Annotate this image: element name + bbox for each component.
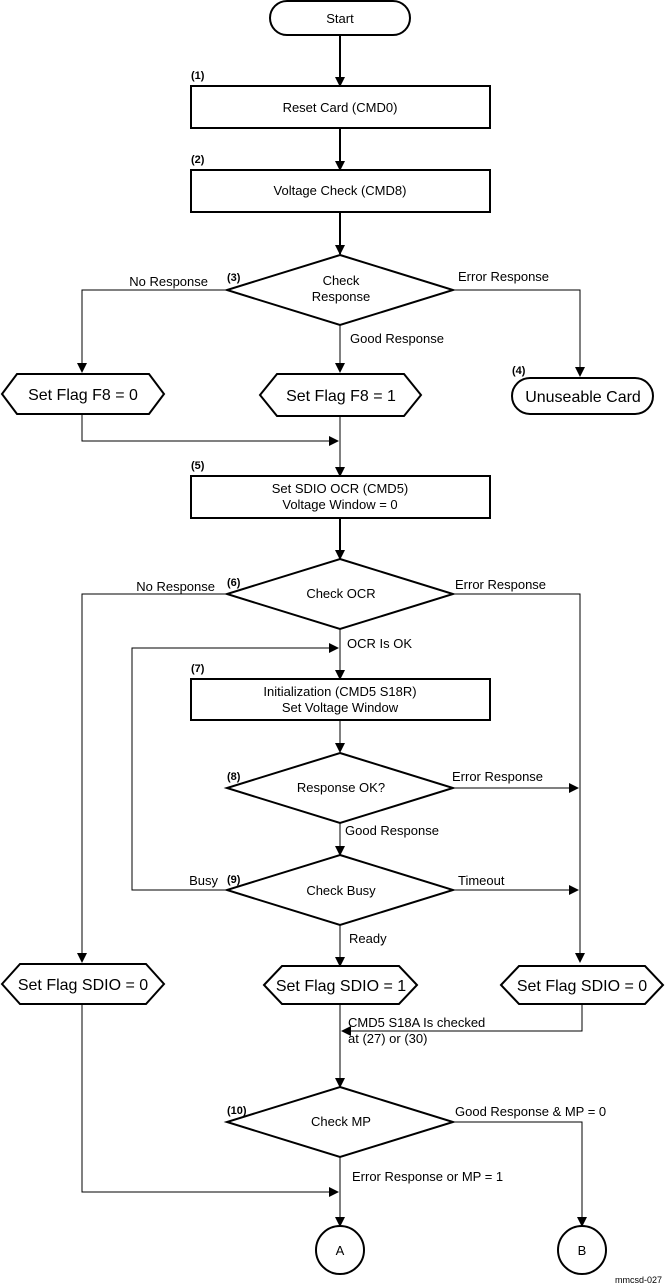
arrow-error-response-1 <box>452 289 585 377</box>
step-numbers: (1) (2) (3) (4) (5) (6) (7) (8) (9) (10) <box>191 70 526 1117</box>
arrow-error-response-2 <box>452 593 585 963</box>
init-box <box>190 678 491 721</box>
edge-label-good-response-1: Good Response <box>350 331 444 346</box>
check-busy-diamond <box>223 853 457 927</box>
step-number-10: (10) <box>227 1105 247 1117</box>
edge-labels: No Response Error Response Good Response… <box>129 269 606 1184</box>
start-node: Start <box>269 0 411 36</box>
set-sdio-ocr-label-line1: Set SDIO OCR (CMD5) <box>272 481 409 496</box>
flag-sdio-0-right-step: Set Flag SDIO = 0 <box>499 965 665 1005</box>
step-number-4: (4) <box>512 365 526 377</box>
edge-label-busy: Busy <box>189 873 218 888</box>
check-ocr-diamond <box>223 557 457 631</box>
flag-sdio-0-right-hexagon <box>499 965 665 1005</box>
unusable-card-label: Unuseable Card <box>525 389 641 406</box>
reset-card-label: Reset Card (CMD0) <box>283 100 398 115</box>
edge-label-ready: Ready <box>349 931 387 946</box>
edge-label-no-response-2: No Response <box>136 579 215 594</box>
response-ok-diamond <box>223 751 457 825</box>
check-response-label-line1: Check <box>323 273 360 288</box>
check-busy-label: Check Busy <box>306 883 376 898</box>
flag-f8-0-hexagon <box>0 373 166 415</box>
flag-f8-1-hexagon <box>258 373 423 417</box>
check-mp-label: Check MP <box>311 1114 371 1129</box>
connector-b: B <box>557 1225 607 1275</box>
step-number-8: (8) <box>227 771 241 783</box>
start-label: Start <box>326 11 354 26</box>
check-response-decision: Check Response <box>223 253 457 327</box>
unusable-card-terminal <box>511 377 654 415</box>
flag-sdio-0-right-label: Set Flag SDIO = 0 <box>517 978 647 995</box>
response-ok-decision: Response OK? <box>223 751 457 825</box>
voltage-check-label: Voltage Check (CMD8) <box>274 183 407 198</box>
response-ok-label: Response OK? <box>297 780 385 795</box>
flag-sdio-1-step: Set Flag SDIO = 1 <box>262 965 419 1005</box>
flag-f8-0-step: Set Flag F8 = 0 <box>0 373 166 415</box>
set-sdio-ocr-label-line2: Voltage Window = 0 <box>282 497 397 512</box>
flag-sdio-0-left-step: Set Flag SDIO = 0 <box>0 963 166 1005</box>
edge-label-no-response-1: No Response <box>129 274 208 289</box>
figure-id-footnote: mmcsd-027 <box>615 1275 662 1285</box>
connector-a-label: A <box>336 1243 345 1258</box>
connector-a: A <box>315 1225 365 1275</box>
arrow-left-to-a <box>81 1004 339 1197</box>
connector-a-circle <box>315 1225 365 1275</box>
init-step: Initialization (CMD5 S18R) Set Voltage W… <box>190 678 491 721</box>
set-sdio-ocr-box <box>190 475 491 519</box>
connectors <box>77 36 587 1227</box>
start-terminal <box>269 0 411 36</box>
edge-label-error-response-3: Error Response <box>452 769 543 784</box>
flag-sdio-0-left-hexagon <box>0 963 166 1005</box>
init-label-line1: Initialization (CMD5 S18R) <box>263 684 416 699</box>
connector-b-circle <box>557 1225 607 1275</box>
step-number-7: (7) <box>191 663 205 675</box>
edge-label-error-mp1: Error Response or MP = 1 <box>352 1169 503 1184</box>
arrow-merge-right <box>341 1004 583 1036</box>
connector-b-label: B <box>578 1243 587 1258</box>
flag-sdio-1-hexagon <box>262 965 419 1005</box>
edge-label-good-mp0: Good Response & MP = 0 <box>455 1104 606 1119</box>
reset-card-box <box>190 85 491 129</box>
flag-f8-1-label: Set Flag F8 = 1 <box>286 388 396 405</box>
reset-card-step: Reset Card (CMD0) <box>190 85 491 129</box>
edge-label-cmd5-note-line2: at (27) or (30) <box>348 1031 427 1046</box>
arrow-merge-f8 <box>81 414 339 446</box>
check-ocr-decision: Check OCR <box>223 557 457 631</box>
edge-label-error-response-2: Error Response <box>455 577 546 592</box>
arrow-good-mp0 <box>452 1121 587 1227</box>
edge-label-cmd5-note-line1: CMD5 S18A Is checked <box>348 1015 485 1030</box>
step-number-3: (3) <box>227 272 241 284</box>
check-response-diamond <box>223 253 457 327</box>
unusable-card-node: Unuseable Card <box>511 377 654 415</box>
edge-label-error-response-1: Error Response <box>458 269 549 284</box>
arrow-no-response-2 <box>77 593 228 963</box>
step-number-1: (1) <box>191 70 205 82</box>
edge-label-timeout: Timeout <box>458 873 505 888</box>
voltage-check-box <box>190 169 491 213</box>
arrow-no-response-1 <box>77 289 228 373</box>
init-label-line2: Set Voltage Window <box>282 700 399 715</box>
step-number-5: (5) <box>191 460 205 472</box>
step-number-9: (9) <box>227 874 241 886</box>
voltage-check-step: Voltage Check (CMD8) <box>190 169 491 213</box>
check-busy-decision: Check Busy <box>223 853 457 927</box>
edge-label-good-response-2: Good Response <box>345 823 439 838</box>
flag-f8-0-label: Set Flag F8 = 0 <box>28 387 138 404</box>
step-number-2: (2) <box>191 154 205 166</box>
check-mp-decision: Check MP <box>223 1085 457 1159</box>
flag-sdio-1-label: Set Flag SDIO = 1 <box>276 978 406 995</box>
check-ocr-label: Check OCR <box>306 586 375 601</box>
check-mp-diamond <box>223 1085 457 1159</box>
step-number-6: (6) <box>227 577 241 589</box>
arrow-busy-loop <box>131 643 339 891</box>
check-response-label-line2: Response <box>312 289 371 304</box>
edge-label-ocr-ok: OCR Is OK <box>347 636 412 651</box>
flag-f8-1-step: Set Flag F8 = 1 <box>258 373 423 417</box>
set-sdio-ocr-step: Set SDIO OCR (CMD5) Voltage Window = 0 <box>190 475 491 519</box>
flag-sdio-0-left-label: Set Flag SDIO = 0 <box>18 977 148 994</box>
